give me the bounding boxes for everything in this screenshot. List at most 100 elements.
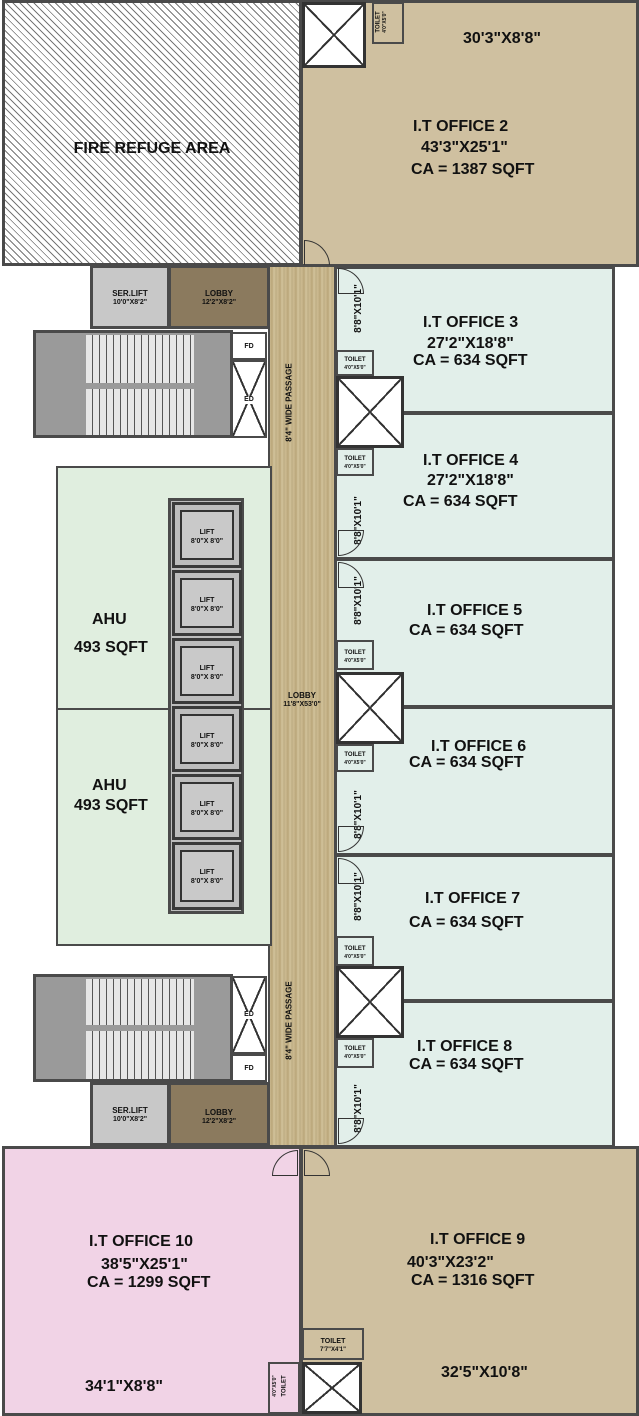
lift-6-dims: 8'0"X 8'0" bbox=[190, 878, 224, 885]
service-lift-top: SER.LIFT 10'0"X8'2" bbox=[90, 265, 170, 329]
office-8-toilet-label: TOILET bbox=[344, 1046, 366, 1052]
staircase-bottom bbox=[33, 974, 233, 1082]
fire-refuge-area: FIRE REFUGE AREA bbox=[2, 0, 302, 266]
office-7-toilet-label: TOILET bbox=[344, 946, 366, 952]
office-6-name: I.T OFFICE 6 bbox=[431, 738, 527, 755]
staircase-bottom-steps-upper bbox=[86, 979, 194, 1025]
fire-door-top: FD bbox=[231, 332, 267, 360]
lift-5: LIFT 8'0"X 8'0" bbox=[172, 774, 242, 840]
office-4-dims: 27'2"X18'8" bbox=[427, 472, 514, 489]
elec-duct-top-label: ED bbox=[233, 396, 265, 404]
office-3-toilet: TOILET 4'0"X5'0" bbox=[336, 350, 374, 376]
lift-2-label: LIFT bbox=[199, 597, 215, 604]
office-10-name: I.T OFFICE 10 bbox=[89, 1233, 194, 1250]
office-10-bottom-dims: 34'1"X8'8" bbox=[85, 1378, 163, 1395]
lobby-top-label: LOBBY bbox=[205, 289, 233, 298]
office-2-name: I.T OFFICE 2 bbox=[413, 118, 509, 135]
lobby-bottom-label: LOBBY bbox=[205, 1108, 233, 1117]
office-4-name: I.T OFFICE 4 bbox=[423, 452, 519, 469]
office-10-toilet: TOILET 4'0"X5'0" bbox=[268, 1362, 300, 1414]
office-5-toilet-label: TOILET bbox=[344, 650, 366, 656]
lobby-main-label: LOBBY bbox=[288, 691, 316, 700]
office-3-toilet-dims: 4'0"X5'0" bbox=[344, 365, 366, 371]
service-lift-bottom: SER.LIFT 10'0"X8'2" bbox=[90, 1082, 170, 1146]
office-5-area: CA = 634 SQFT bbox=[409, 622, 524, 639]
staircase-top-steps-upper bbox=[86, 335, 194, 383]
service-lift-top-label: SER.LIFT bbox=[112, 289, 148, 298]
office-7-toilet-dims: 4'0"X5'0" bbox=[344, 954, 366, 960]
office-5-toilet: TOILET 4'0"X5'0" bbox=[336, 640, 374, 670]
passage-bottom-label: 8'4" WIDE PASSAGE bbox=[284, 981, 294, 1060]
office-4-toilet-dims: 4'0"X5'0" bbox=[344, 464, 366, 470]
office-10-toilet-label: TOILET bbox=[281, 1375, 288, 1397]
ahu-2-name: AHU bbox=[92, 777, 127, 794]
office-5-toilet-dims: 4'0"X5'0" bbox=[344, 658, 366, 664]
lift-2-dims: 8'0"X 8'0" bbox=[190, 606, 224, 613]
lift-1: LIFT 8'0"X 8'0" bbox=[172, 502, 242, 568]
office-8-toilet-dims: 4'0"X5'0" bbox=[344, 1054, 366, 1060]
lift-1-dims: 8'0"X 8'0" bbox=[190, 538, 224, 545]
fire-refuge-label: FIRE REFUGE AREA bbox=[73, 140, 231, 157]
lobby-top-dims: 12'2"X8'2" bbox=[201, 299, 237, 306]
service-lift-bottom-dims: 10'0"X8'2" bbox=[112, 1116, 148, 1123]
passage-top-label: 8'4" WIDE PASSAGE bbox=[284, 363, 294, 442]
office-2-top-dims: 30'3"X8'8" bbox=[463, 30, 541, 47]
staircase-top bbox=[33, 330, 233, 438]
staircase-top-steps-lower bbox=[86, 389, 194, 435]
office-6-toilet-dims: 4'0"X5'0" bbox=[344, 760, 366, 766]
office-8-toilet: TOILET 4'0"X5'0" bbox=[336, 1038, 374, 1068]
lift-5-label: LIFT bbox=[199, 801, 215, 808]
office-6-area: CA = 634 SQFT bbox=[409, 754, 524, 771]
lift-4: LIFT 8'0"X 8'0" bbox=[172, 706, 242, 772]
office-10-toilet-dims: 4'0"X5'0" bbox=[271, 1375, 278, 1397]
elec-duct-bottom: ED bbox=[231, 976, 267, 1054]
office-9-toilet-dims: 7'7"X4'1" bbox=[320, 1347, 346, 1353]
office-9-lift-shaft bbox=[302, 1362, 362, 1414]
office-7-area: CA = 634 SQFT bbox=[409, 914, 524, 931]
elec-duct-bottom-label: ED bbox=[233, 1011, 265, 1019]
lift-3-label: LIFT bbox=[199, 665, 215, 672]
staircase-bottom-steps-lower bbox=[86, 1031, 194, 1079]
office-2-lift-shaft bbox=[302, 2, 366, 68]
office-5-6-lift-shaft bbox=[336, 672, 404, 744]
office-9-name: I.T OFFICE 9 bbox=[430, 1231, 526, 1248]
office-3-4-lift-shaft bbox=[336, 376, 404, 448]
office-8-area: CA = 634 SQFT bbox=[409, 1056, 524, 1073]
fire-door-bottom-label: FD bbox=[244, 1065, 254, 1072]
office-3-name: I.T OFFICE 3 bbox=[423, 314, 519, 331]
office-6-toilet-label: TOILET bbox=[344, 752, 366, 758]
lift-6: LIFT 8'0"X 8'0" bbox=[172, 842, 242, 910]
lobby-main-dims: 11'8"X53'0" bbox=[283, 701, 321, 708]
lift-6-label: LIFT bbox=[199, 869, 215, 876]
office-3-dims: 27'2"X18'8" bbox=[427, 335, 514, 352]
lobby-bottom: LOBBY 12'2"X8'2" bbox=[168, 1082, 270, 1146]
office-3-toilet-label: TOILET bbox=[344, 357, 366, 363]
office-10-area: CA = 1299 SQFT bbox=[87, 1274, 211, 1291]
office-9-dims: 40'3"X23'2" bbox=[407, 1254, 494, 1271]
lobby-bottom-dims: 12'2"X8'2" bbox=[201, 1118, 237, 1125]
lift-2: LIFT 8'0"X 8'0" bbox=[172, 570, 242, 636]
lift-3-dims: 8'0"X 8'0" bbox=[190, 674, 224, 681]
office-7-name: I.T OFFICE 7 bbox=[425, 890, 521, 907]
office-2-toilet: TOILET 4'0"X5'0" bbox=[372, 2, 404, 44]
office-4-toilet: TOILET 4'0"X5'0" bbox=[336, 448, 374, 476]
office-9: I.T OFFICE 9 40'3"X23'2" CA = 1316 SQFT … bbox=[300, 1146, 639, 1416]
lift-3: LIFT 8'0"X 8'0" bbox=[172, 638, 242, 704]
lobby-top: LOBBY 12'2"X8'2" bbox=[168, 265, 270, 329]
lift-5-dims: 8'0"X 8'0" bbox=[190, 810, 224, 817]
office-9-toilet-label: TOILET bbox=[320, 1338, 346, 1345]
service-lift-bottom-label: SER.LIFT bbox=[112, 1106, 148, 1115]
ahu-1-area: 493 SQFT bbox=[74, 639, 148, 656]
office-10: I.T OFFICE 10 38'5"X25'1" CA = 1299 SQFT… bbox=[2, 1146, 302, 1416]
office-9-area: CA = 1316 SQFT bbox=[411, 1272, 535, 1289]
office-3-area: CA = 634 SQFT bbox=[413, 352, 528, 369]
office-4-area: CA = 634 SQFT bbox=[403, 493, 518, 510]
office-10-dims: 38'5"X25'1" bbox=[101, 1256, 188, 1273]
office-6-toilet: TOILET 4'0"X5'0" bbox=[336, 744, 374, 772]
office-9-bottom-dims: 32'5"X10'8" bbox=[441, 1364, 528, 1381]
office-7-toilet: TOILET 4'0"X5'0" bbox=[336, 936, 374, 966]
office-4-toilet-label: TOILET bbox=[344, 456, 366, 462]
office-2-dims: 43'3"X25'1" bbox=[421, 139, 508, 156]
office-5-name: I.T OFFICE 5 bbox=[427, 602, 523, 619]
